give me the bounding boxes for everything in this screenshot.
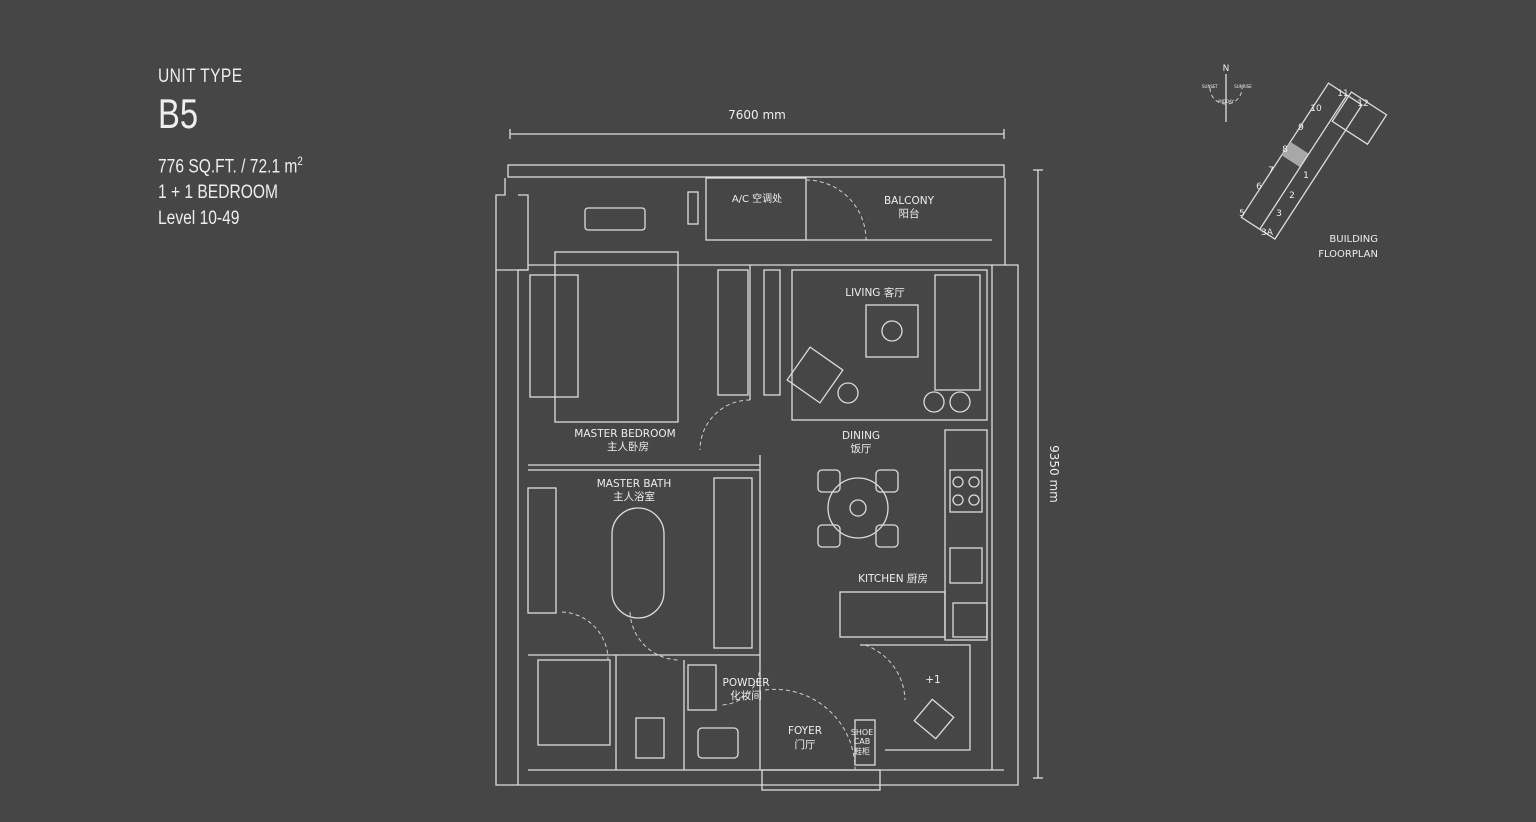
svg-text:LIVING 客厅: LIVING 客厅 <box>845 286 905 299</box>
svg-text:10: 10 <box>1310 104 1322 114</box>
compass-icon: N SUNSET SUNRISE MIDDAY <box>1202 64 1252 122</box>
svg-text:DINING: DINING <box>842 430 880 442</box>
svg-text:MIDDAY: MIDDAY <box>1218 99 1234 104</box>
svg-text:KITCHEN 厨房: KITCHEN 厨房 <box>858 572 928 585</box>
sofa <box>934 274 981 391</box>
svg-text:3: 3 <box>1276 209 1282 219</box>
svg-text:鞋柜: 鞋柜 <box>854 746 870 756</box>
svg-text:7: 7 <box>1268 166 1274 176</box>
svg-text:8: 8 <box>1282 145 1288 155</box>
armchair <box>786 346 844 404</box>
svg-text:SUNSET: SUNSET <box>1202 84 1219 89</box>
svg-text:门厅: 门厅 <box>795 738 816 751</box>
bathtub <box>611 507 665 619</box>
door-swings <box>561 179 906 771</box>
svg-text:2: 2 <box>1289 191 1295 201</box>
highlighted-unit <box>1281 141 1309 168</box>
svg-text:FLOORPLAN: FLOORPLAN <box>1318 249 1378 260</box>
svg-text:6: 6 <box>1256 182 1262 192</box>
svg-text:MASTER BEDROOM: MASTER BEDROOM <box>574 428 675 440</box>
svg-text:7600 mm: 7600 mm <box>728 108 786 122</box>
svg-text:POWDER: POWDER <box>723 677 770 689</box>
dining-table <box>827 477 889 539</box>
svg-text:SUNRISE: SUNRISE <box>1234 84 1252 89</box>
svg-text:FOYER: FOYER <box>788 725 822 737</box>
unit-levels: Level 10-49 <box>158 208 240 230</box>
wardrobe <box>713 477 753 649</box>
svg-text:主人浴室: 主人浴室 <box>613 490 655 503</box>
svg-text:11: 11 <box>1337 89 1348 99</box>
width-dimension: 7600 mm <box>509 108 1005 139</box>
building-keyplan: N SUNSET SUNRISE MIDDAY 1 2 3 3A 5 6 7 8… <box>1202 64 1388 260</box>
bed <box>554 251 679 423</box>
unit-bedrooms: 1 + 1 BEDROOM <box>158 182 278 204</box>
svg-text:9: 9 <box>1298 123 1304 133</box>
svg-text:MASTER BATH: MASTER BATH <box>597 478 671 490</box>
svg-text:+1: +1 <box>925 674 940 686</box>
svg-text:化妆间: 化妆间 <box>730 689 762 702</box>
svg-text:BALCONY: BALCONY <box>884 195 935 207</box>
walls <box>495 164 1019 791</box>
svg-text:A/C 空调处: A/C 空调处 <box>732 192 782 205</box>
svg-text:5: 5 <box>1239 209 1245 219</box>
svg-text:SHOE: SHOE <box>851 728 873 737</box>
living-rug <box>791 269 988 421</box>
unit-info: UNIT TYPE B5 776 SQ.FT. / 72.1 m2 1 + 1 … <box>158 66 335 232</box>
unit-type-value: B5 <box>158 90 199 137</box>
svg-text:CAB: CAB <box>854 737 871 746</box>
svg-text:BUILDING: BUILDING <box>1329 234 1378 245</box>
svg-text:饭厅: 饭厅 <box>851 443 872 455</box>
room-labels: A/C 空调处 BALCONY 阳台 LIVING 客厅 MASTER BEDR… <box>574 192 940 756</box>
svg-text:主人卧房: 主人卧房 <box>607 440 649 453</box>
svg-text:N: N <box>1223 64 1230 74</box>
svg-text:1: 1 <box>1303 171 1309 181</box>
depth-dimension: 9350 mm <box>1033 169 1061 779</box>
svg-text:阳台: 阳台 <box>899 207 920 220</box>
svg-text:12: 12 <box>1357 99 1368 109</box>
svg-text:9350 mm: 9350 mm <box>1047 445 1061 503</box>
svg-text:3A: 3A <box>1261 228 1274 238</box>
furniture <box>527 191 988 766</box>
unit-type-label: UNIT TYPE <box>158 66 243 87</box>
unit-area: 776 SQ.FT. / 72.1 m2 <box>158 154 303 178</box>
